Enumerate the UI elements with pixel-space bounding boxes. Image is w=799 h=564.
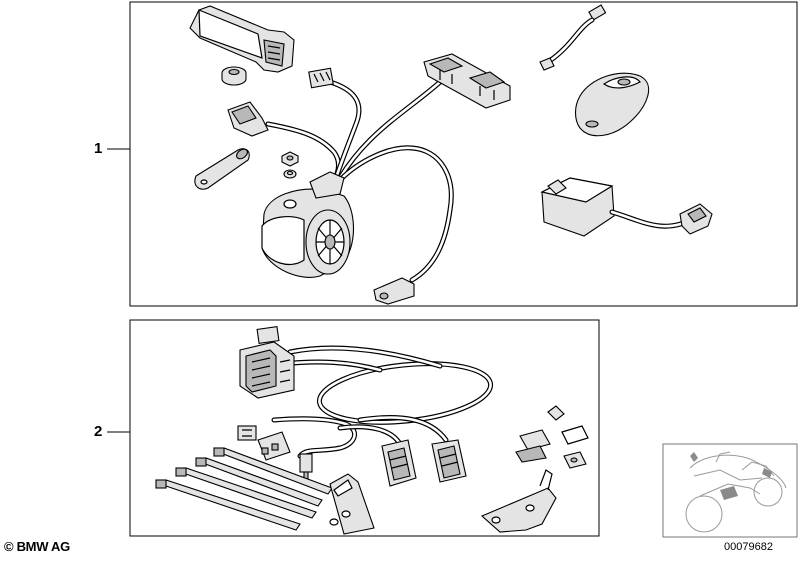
connector-housing-icon xyxy=(189,5,295,73)
key-tag-icon xyxy=(194,148,250,190)
relay-connector-icon xyxy=(381,439,467,487)
antenna-cable-icon xyxy=(539,4,607,71)
hex-nut-icon xyxy=(281,151,299,179)
mounting-bracket-icon xyxy=(329,469,557,535)
cable-tie-icon xyxy=(155,447,333,531)
alarm-siren-icon xyxy=(261,171,354,278)
adapter-plug-icon xyxy=(237,425,313,483)
rubber-cap-icon xyxy=(221,66,247,86)
callout-1: 1 xyxy=(94,140,103,157)
remote-key-fob-icon xyxy=(574,72,650,137)
wiring-harness-icon xyxy=(265,79,454,283)
motorcycle-thumbnail-icon xyxy=(662,443,798,538)
adapter-harness-icon xyxy=(271,345,494,459)
copyright-notice: © BMW AG xyxy=(4,539,70,554)
group-2-frame xyxy=(129,319,600,537)
control-module-icon xyxy=(540,177,713,237)
harness-plug-left-icon xyxy=(227,101,269,137)
harness-connector-block-icon xyxy=(423,53,511,109)
callout-2: 2 xyxy=(94,423,103,440)
group-1-frame xyxy=(129,1,798,307)
document-number: 00079682 xyxy=(724,541,773,553)
harness-plug-bottom-icon xyxy=(373,277,415,305)
adhesive-pad-icon xyxy=(515,405,589,469)
harness-plug-small-icon xyxy=(308,67,334,89)
multi-pin-connector-icon xyxy=(239,326,295,399)
